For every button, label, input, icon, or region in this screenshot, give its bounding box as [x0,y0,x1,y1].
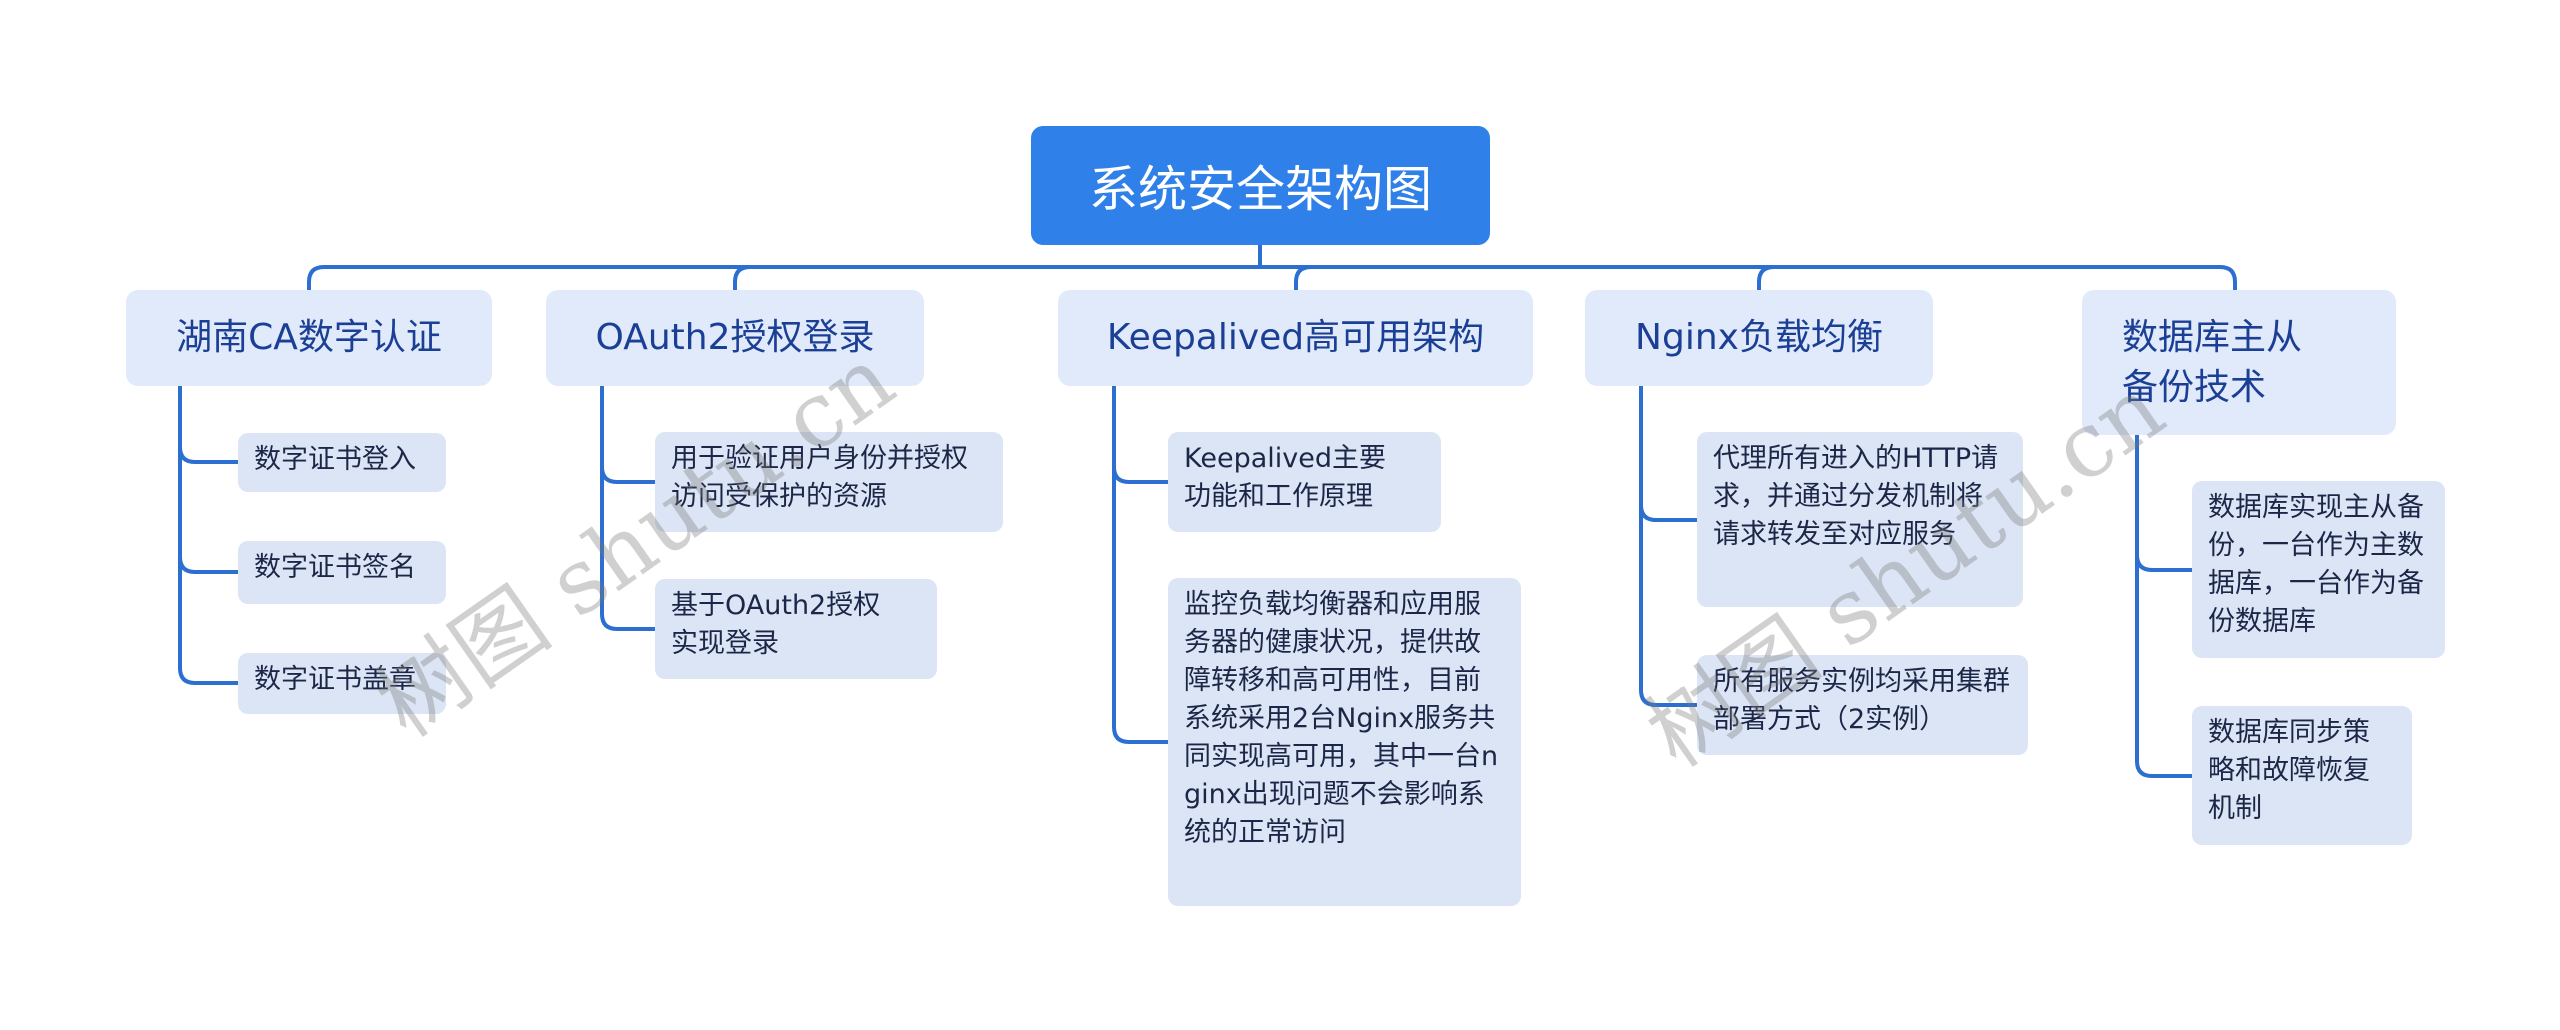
root-node[interactable]: 系统安全架构图 [1031,126,1490,245]
branch-title: 湖南CA数字认证 [176,317,442,358]
leaf-node[interactable]: Keepalived主要功能和工作原理 [1168,432,1441,532]
leaf-text: 数字证书盖章 [254,664,416,695]
branch-title: Nginx负载均衡 [1635,317,1883,358]
leaf-node[interactable]: 监控负载均衡器和应用服务器的健康状况，提供故障转移和高可用性，目前系统采用2台N… [1168,578,1521,906]
branch-oauth2[interactable]: OAuth2授权登录 [546,290,924,386]
leaf-text: Keepalived主要功能和工作原理 [1184,443,1386,512]
branch-nginx[interactable]: Nginx负载均衡 [1585,290,1933,386]
branch-title: 数据库主从备份技术 [2122,316,2303,408]
root-title: 系统安全架构图 [1088,161,1432,218]
leaf-text: 数字证书签名 [254,552,416,583]
leaf-node[interactable]: 数字证书签名 [238,541,446,604]
branch-keepalived[interactable]: Keepalived高可用架构 [1058,290,1533,386]
branch-title: OAuth2授权登录 [595,317,875,358]
leaf-text: 数据库实现主从备份，一台作为主数据库，一台作为备份数据库 [2208,492,2424,637]
leaf-text: 数据库同步策略和故障恢复机制 [2208,717,2370,824]
leaf-text: 所有服务实例均采用集群部署方式（2实例） [1713,666,2010,735]
leaf-node[interactable]: 用于验证用户身份并授权访问受保护的资源 [655,432,1003,532]
leaf-node[interactable]: 数字证书登入 [238,433,446,492]
leaf-text: 基于OAuth2授权实现登录 [671,590,881,659]
leaf-text: 监控负载均衡器和应用服务器的健康状况，提供故障转移和高可用性，目前系统采用2台N… [1184,589,1499,848]
leaf-node[interactable]: 基于OAuth2授权实现登录 [655,579,937,679]
branch-title: Keepalived高可用架构 [1106,317,1485,358]
leaf-node[interactable]: 代理所有进入的HTTP请求，并通过分发机制将请求转发至对应服务 [1697,432,2023,607]
leaf-node[interactable]: 数据库实现主从备份，一台作为主数据库，一台作为备份数据库 [2192,481,2445,658]
leaf-text: 用于验证用户身份并授权访问受保护的资源 [671,443,968,512]
leaf-text: 数字证书登入 [254,444,416,475]
leaf-node[interactable]: 数据库同步策略和故障恢复机制 [2192,706,2412,845]
leaf-text: 代理所有进入的HTTP请求，并通过分发机制将请求转发至对应服务 [1713,443,1999,550]
leaf-node[interactable]: 数字证书盖章 [238,653,446,714]
branch-ca[interactable]: 湖南CA数字认证 [126,290,492,386]
leaf-node[interactable]: 所有服务实例均采用集群部署方式（2实例） [1697,655,2028,755]
branch-database[interactable]: 数据库主从备份技术 [2082,290,2396,435]
